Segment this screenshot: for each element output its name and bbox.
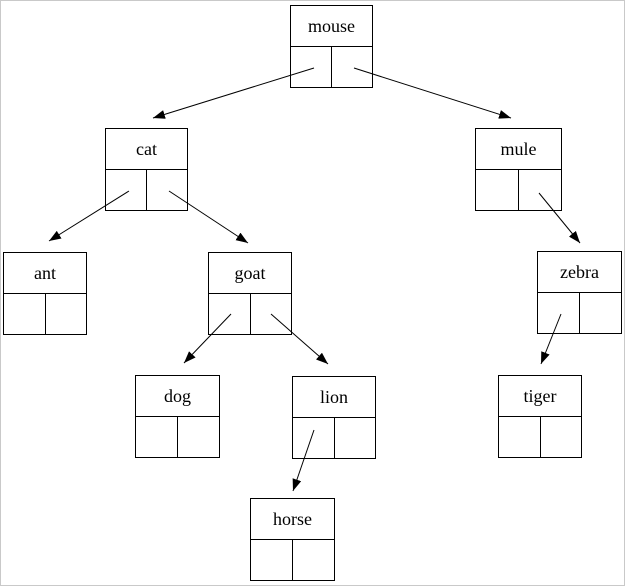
node-label: ant	[4, 253, 86, 294]
node-goat: goat	[208, 252, 292, 335]
left-pointer-cell	[4, 294, 46, 334]
right-pointer-cell	[580, 293, 621, 333]
right-pointer-cell	[335, 418, 376, 458]
node-label: mule	[476, 129, 561, 170]
left-pointer-cell	[136, 417, 178, 457]
left-pointer-cell	[476, 170, 519, 210]
node-tiger: tiger	[498, 375, 582, 458]
right-pointer-cell	[519, 170, 561, 210]
right-pointer-cell	[178, 417, 219, 457]
arrow-mouse-to-mule	[353, 67, 512, 119]
node-label: tiger	[499, 376, 581, 417]
left-pointer-cell	[291, 47, 332, 87]
node-label: dog	[136, 376, 219, 417]
node-label: zebra	[538, 252, 621, 293]
node-dog: dog	[135, 375, 220, 458]
node-horse: horse	[250, 498, 335, 581]
right-pointer-cell	[293, 540, 334, 580]
node-lion: lion	[292, 376, 376, 459]
left-pointer-cell	[538, 293, 580, 333]
node-mule: mule	[475, 128, 562, 211]
left-pointer-cell	[251, 540, 293, 580]
node-label: lion	[293, 377, 375, 418]
right-pointer-cell	[541, 417, 582, 457]
node-label: goat	[209, 253, 291, 294]
node-zebra: zebra	[537, 251, 622, 334]
left-pointer-cell	[293, 418, 335, 458]
node-label: horse	[251, 499, 334, 540]
node-cat: cat	[105, 128, 188, 211]
right-pointer-cell	[46, 294, 87, 334]
node-ant: ant	[3, 252, 87, 335]
node-label: cat	[106, 129, 187, 170]
right-pointer-cell	[332, 47, 372, 87]
left-pointer-cell	[106, 170, 147, 210]
left-pointer-cell	[499, 417, 541, 457]
left-pointer-cell	[209, 294, 251, 334]
node-label: mouse	[291, 6, 372, 47]
right-pointer-cell	[251, 294, 292, 334]
node-mouse: mouse	[290, 5, 373, 88]
right-pointer-cell	[147, 170, 187, 210]
